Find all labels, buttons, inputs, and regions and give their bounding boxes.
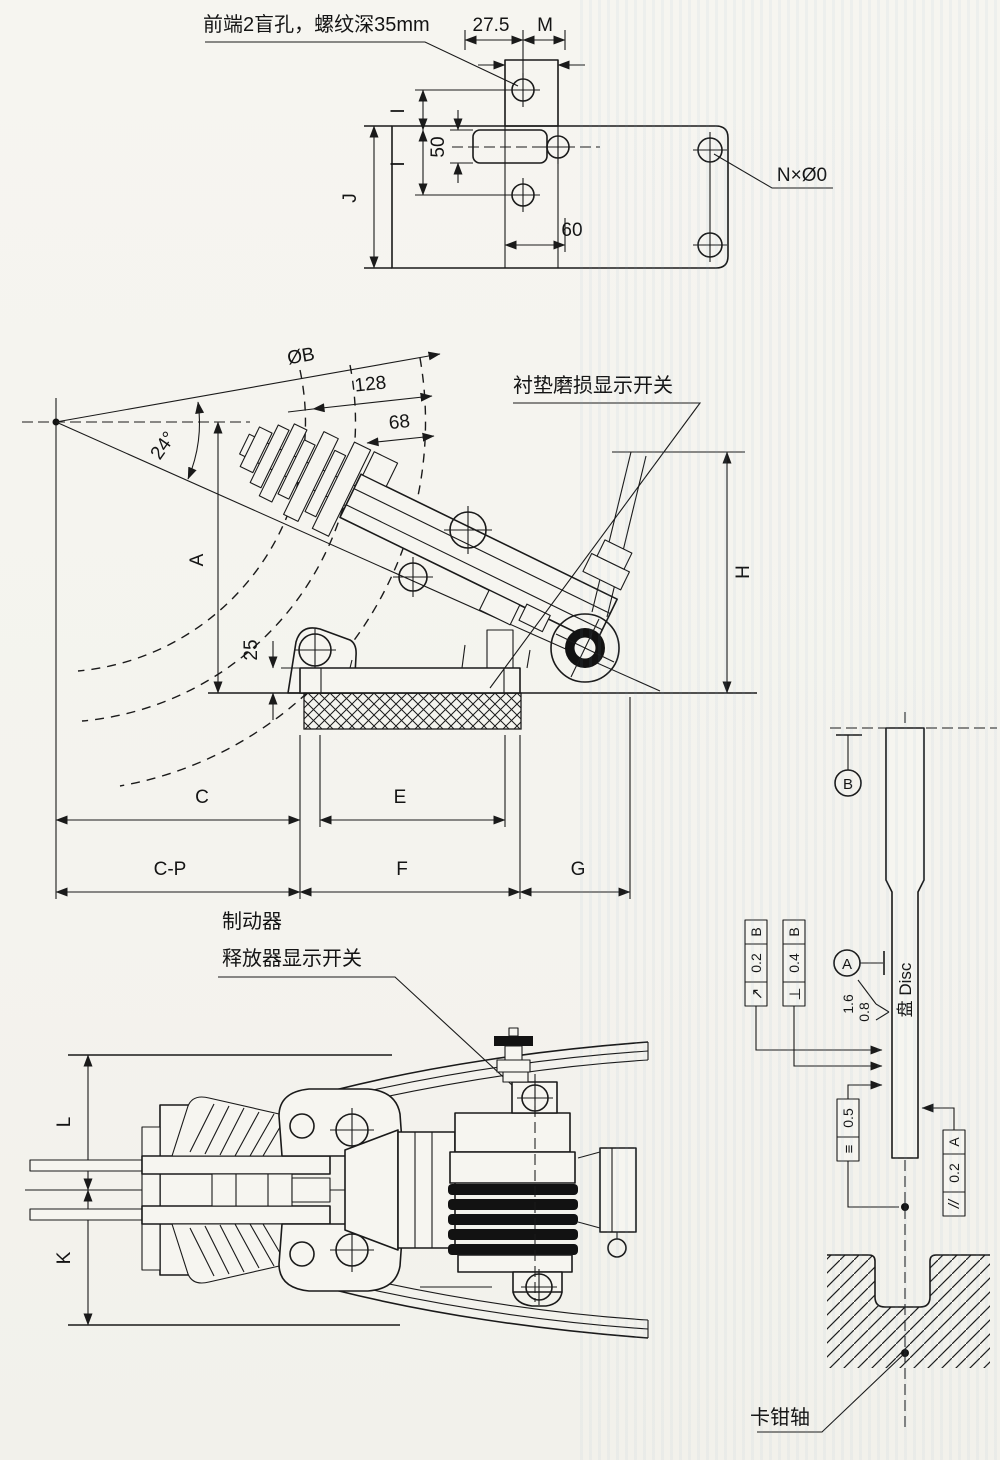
frame-runout: ↗ 0.2 B: [744, 919, 768, 1007]
label-n-holes: N×Ø0: [777, 165, 827, 186]
caliper-housing: [239, 423, 618, 644]
note-blind-holes: 前端2盲孔，螺纹深35mm: [203, 13, 430, 36]
dim-e: E: [394, 787, 407, 808]
dim-24deg: 24°: [147, 428, 181, 464]
dim-f: F: [396, 859, 408, 880]
surface-roughness-icon: [857, 979, 890, 1021]
label-brake-1: 制动器: [222, 910, 282, 933]
top-view-mounting-plate: 前端2盲孔，螺纹深35mm 27.5 M: [203, 13, 833, 269]
dim-128: 128: [354, 372, 388, 396]
dim-i-upper: I: [388, 108, 409, 113]
dim-k: K: [54, 1251, 75, 1264]
parallelism-symbol-icon: //: [946, 1198, 963, 1209]
dim-phi-b: ØB: [286, 344, 317, 369]
dim-c-p: C-P: [154, 859, 187, 880]
perpendicularity-symbol-icon: ⊥: [787, 987, 804, 1000]
lower-leaf-spring-hatch: [189, 1223, 284, 1277]
frame-parallelism: // 0.2 A: [942, 1129, 966, 1217]
clevis-bracket: [582, 539, 633, 591]
dim-50: 50: [428, 136, 449, 157]
perpendicularity-datum: B: [786, 927, 802, 936]
runout-value: 0.2: [748, 953, 764, 973]
symmetry-value: 0.5: [840, 1108, 856, 1128]
datum-b-label: B: [843, 776, 853, 793]
runout-symbol-icon: ↗: [749, 988, 766, 1001]
dim-h: H: [733, 565, 754, 579]
label-wear-switch: 衬垫磨损显示开关: [513, 374, 673, 397]
datum-a-label: A: [842, 956, 852, 973]
dim-68: 68: [388, 411, 411, 434]
upper-leaf-spring-hatch: [189, 1103, 284, 1157]
dim-g: G: [571, 859, 586, 880]
symmetry-symbol-icon: ≡: [841, 1144, 858, 1153]
dim-i-lower: I: [388, 161, 409, 166]
frame-symmetry: ≡ 0.5: [836, 1098, 860, 1162]
perpendicularity-value: 0.4: [786, 953, 802, 973]
label-caliper-axis: 卡钳轴: [750, 1406, 810, 1429]
dim-60: 60: [561, 220, 582, 241]
dim-c: C: [195, 787, 209, 808]
runout-datum: B: [748, 927, 764, 936]
dim-25: 25: [241, 639, 262, 660]
dim-a: A: [187, 553, 208, 566]
dim-j: J: [340, 193, 361, 203]
disc-label: 盘 Disc: [896, 962, 915, 1017]
roughness-top: 1.6: [840, 994, 856, 1014]
parallelism-datum: A: [946, 1137, 962, 1147]
roughness-bottom: 0.8: [856, 1002, 872, 1022]
side-view-caliper: ØB 24° 128 68: [22, 344, 757, 899]
bellows: [448, 1184, 578, 1255]
frame-perpendicularity: ⊥ 0.4 B: [782, 919, 806, 1007]
plan-view-caliper: 制动器 释放器显示开关 L K: [25, 910, 649, 1339]
label-brake-2: 释放器显示开关: [222, 947, 362, 970]
dim-27-5: 27.5: [473, 15, 510, 36]
dim-m: M: [537, 15, 553, 36]
dim-l: L: [54, 1117, 75, 1128]
parallelism-value: 0.2: [946, 1163, 962, 1183]
disc-section-view: B A 1.6 0.8 盘 Disc ↗ 0.2 B: [744, 712, 997, 1433]
